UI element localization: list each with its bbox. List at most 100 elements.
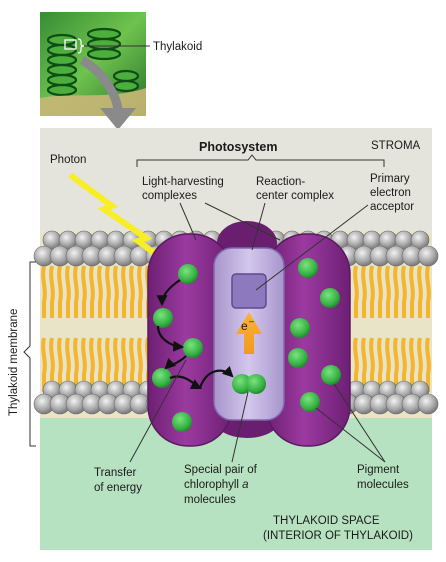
chlorophyll-molecule bbox=[290, 318, 310, 338]
electron-label: e bbox=[241, 319, 248, 333]
lipid-tail bbox=[57, 265, 63, 318]
chlorophyll-molecule bbox=[300, 392, 320, 412]
leader-light-right bbox=[204, 202, 281, 241]
lipid-head bbox=[410, 230, 430, 250]
lipid-tail bbox=[41, 337, 47, 392]
leader-reaction-center bbox=[251, 202, 266, 251]
special-pair-label-line1: Special pair of bbox=[184, 464, 258, 476]
transfer-label-line1: Transfer bbox=[94, 467, 137, 479]
lipid-tail bbox=[425, 337, 431, 392]
lipid-tail bbox=[89, 337, 95, 392]
lipid-tail bbox=[89, 265, 95, 318]
lipid-tail bbox=[417, 265, 423, 318]
thylakoid-label: Thylakoid bbox=[153, 41, 202, 53]
lipid-tail bbox=[353, 265, 359, 318]
photon-zigzag bbox=[68, 172, 182, 275]
lipid-tail bbox=[41, 265, 47, 318]
lipid-tail bbox=[401, 337, 407, 392]
special-pair-label-chlorophyll: chlorophyll bbox=[184, 479, 242, 491]
stroma-region bbox=[40, 128, 432, 232]
lipid-tail bbox=[121, 337, 127, 392]
leader-pigment-2 bbox=[315, 407, 386, 463]
reaction-center-label-line1: Reaction- bbox=[256, 176, 305, 188]
energy-transfer-arrows bbox=[156, 279, 234, 389]
membrane-bracket bbox=[23, 261, 36, 447]
zoom-arrowhead bbox=[100, 108, 136, 130]
thylakoid-space-label-line2: (INTERIOR OF THYLAKOID) bbox=[263, 530, 413, 542]
electron-arrow bbox=[236, 312, 262, 354]
chlorophyll-molecules bbox=[152, 258, 341, 432]
lipid-tail bbox=[409, 337, 415, 392]
lipid-tail bbox=[409, 265, 415, 318]
stroma-label: STROMA bbox=[371, 140, 421, 152]
leader-pigment-1 bbox=[333, 383, 386, 463]
lipid-tail bbox=[393, 265, 399, 318]
special-pair-label-a: a bbox=[242, 479, 248, 491]
lipid-tail bbox=[113, 337, 119, 392]
special-pair-chlorophyll bbox=[246, 374, 266, 394]
photosystem-complex: e – bbox=[147, 221, 351, 447]
lipid-head bbox=[417, 393, 439, 415]
lipid-tail bbox=[361, 337, 367, 392]
lipid-tail bbox=[129, 265, 135, 318]
lipid-tail bbox=[105, 337, 111, 392]
leader-primary-acceptor bbox=[255, 204, 369, 291]
chlorophyll-molecule bbox=[321, 365, 341, 385]
photosystem-bracket bbox=[136, 154, 385, 167]
chlorophyll-molecule bbox=[298, 258, 318, 278]
chlorophyll-molecule bbox=[178, 264, 198, 284]
photosystem-label: Photosystem bbox=[199, 140, 278, 154]
lipid-tail bbox=[369, 265, 375, 318]
lipid-tail bbox=[417, 337, 423, 392]
lipid-tail bbox=[137, 265, 143, 318]
lipid-tail bbox=[129, 337, 135, 392]
primary-acceptor-label-line2: electron bbox=[370, 187, 411, 199]
lipid-tail bbox=[385, 265, 391, 318]
primary-acceptor-label-line1: Primary bbox=[370, 173, 410, 185]
lipid-tail bbox=[377, 265, 383, 318]
lipid-tail bbox=[49, 337, 55, 392]
leader-special-pair bbox=[231, 391, 249, 463]
lipid-tail bbox=[353, 337, 359, 392]
leader-transfer bbox=[129, 359, 187, 463]
chlorophyll-molecule bbox=[320, 288, 340, 308]
lipid-tail bbox=[73, 265, 79, 318]
electron-charge: – bbox=[249, 316, 254, 326]
lipid-tail bbox=[121, 265, 127, 318]
primary-acceptor-label-line3: acceptor bbox=[370, 201, 414, 213]
special-pair-label-line2: chlorophyll a bbox=[184, 479, 249, 491]
thylakoid-highlight-box bbox=[64, 39, 77, 50]
transfer-label-line2: of energy bbox=[94, 482, 142, 494]
primary-electron-acceptor bbox=[231, 273, 267, 309]
lipid-tail bbox=[57, 337, 63, 392]
lipid-tail bbox=[369, 337, 375, 392]
pigment-label-line1: Pigment bbox=[357, 464, 400, 476]
thylakoid-membrane-label: Thylakoid membrane bbox=[8, 309, 20, 416]
thylakoid-space-region bbox=[40, 418, 432, 550]
lipid-tail bbox=[65, 265, 71, 318]
lipid-head bbox=[417, 245, 439, 267]
thylakoid-space-label-line1: THYLAKOID SPACE bbox=[273, 515, 380, 527]
lipid-tail bbox=[361, 265, 367, 318]
lipid-tail bbox=[97, 265, 103, 318]
light-harvesting-label-line1: Light-harvesting bbox=[142, 176, 224, 188]
lipid-tail bbox=[137, 337, 143, 392]
zoom-arrow bbox=[79, 56, 123, 113]
lipid-tail bbox=[113, 265, 119, 318]
photon-label: Photon bbox=[50, 154, 86, 166]
lipid-tail bbox=[65, 337, 71, 392]
lipid-tail bbox=[105, 265, 111, 318]
lipid-tail bbox=[49, 265, 55, 318]
lipid-tail bbox=[385, 337, 391, 392]
lipid-tail bbox=[81, 265, 87, 318]
lipid-tail bbox=[425, 265, 431, 318]
lipid-tail bbox=[73, 337, 79, 392]
lipid-tail bbox=[377, 337, 383, 392]
lipid-tail bbox=[81, 337, 87, 392]
chlorophyll-molecule bbox=[153, 308, 173, 328]
special-pair-label-line3: molecules bbox=[184, 494, 236, 506]
light-harvesting-label-line2: complexes bbox=[142, 190, 197, 202]
lipid-tail bbox=[97, 337, 103, 392]
chlorophyll-molecule bbox=[172, 412, 192, 432]
